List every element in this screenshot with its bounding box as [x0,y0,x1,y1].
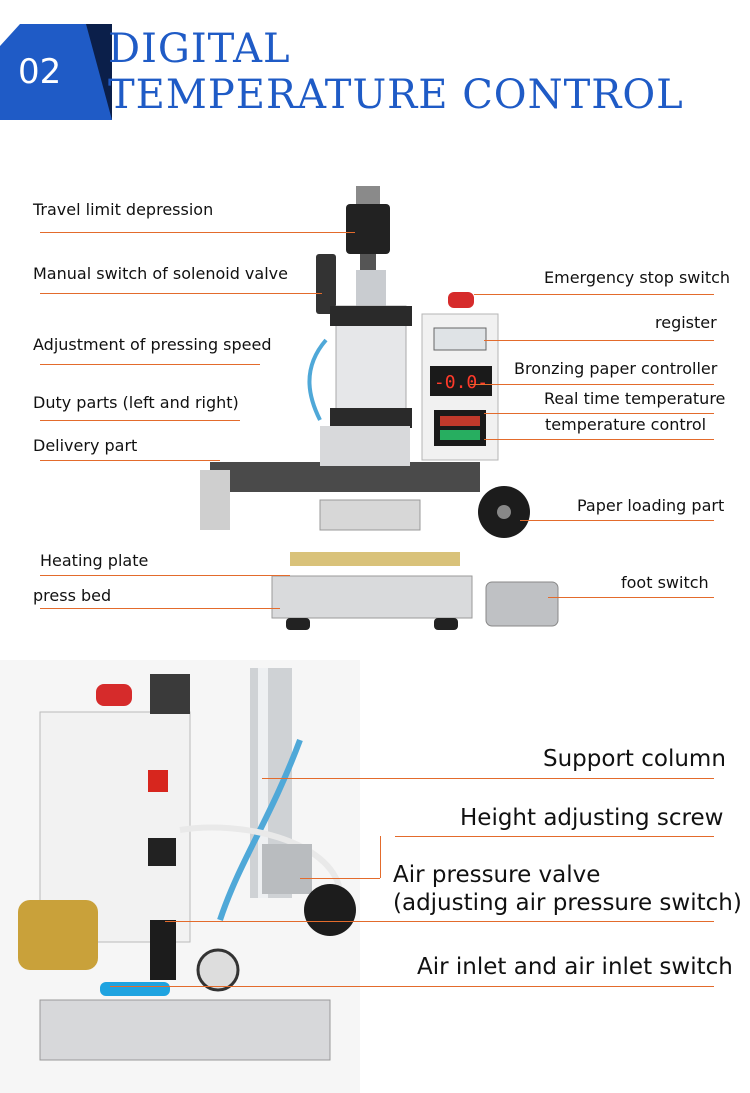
leader-register [484,340,714,341]
leader-real-time-temp [484,413,714,414]
label-duty-parts: Duty parts (left and right) [33,393,239,412]
leader-pressing-speed [40,364,260,365]
leader-support-column [262,778,714,779]
label-paper-loading: Paper loading part [577,496,725,515]
label-height-screw: Height adjusting screw [460,805,724,831]
leader-air-valve [165,921,714,922]
label-real-time-temp: Real time temperature [544,389,726,408]
section-number-badge: 02 [0,24,112,120]
leader-travel-limit [40,232,355,233]
leader-bronzing-controller [470,384,714,385]
leader-paper-loading [520,520,714,521]
label-temp-control: temperature control [545,415,707,434]
label-register: register [655,313,717,332]
label-pressing-speed: Adjustment of pressing speed [33,335,272,354]
label-manual-switch: Manual switch of solenoid valve [33,264,288,283]
leader-emergency-stop [474,294,714,295]
leader-heating-plate [40,575,290,576]
label-foot-switch: foot switch [621,573,709,592]
leader-manual-switch [40,293,322,294]
label-travel-limit: Travel limit depression [33,200,214,219]
page-title-line2: TEMPERATURE CONTROL [108,72,684,118]
label-press-bed: press bed [33,586,112,605]
leader-foot-switch [548,597,714,598]
leader-height-screw-vertical [380,836,381,878]
machine-detail-image [0,660,360,1093]
page-title-line1: DIGITAL [108,26,291,72]
leader-temp-control [484,439,714,440]
leader-delivery-part [40,460,220,461]
leader-air-inlet [110,986,714,987]
label-heating-plate: Heating plate [40,551,149,570]
label-air-inlet: Air inlet and air inlet switch [417,954,733,980]
label-support-column: Support column [543,746,726,772]
label-air-valve-line1: Air pressure valve [393,862,601,888]
label-emergency-stop: Emergency stop switch [544,268,731,287]
label-delivery-part: Delivery part [33,436,138,455]
section-number: 02 [18,52,62,92]
leader-press-bed [40,608,280,609]
hot-stamping-machine-image: -0.0- [200,186,559,630]
leader-duty-parts [40,420,240,421]
label-bronzing-controller: Bronzing paper controller [514,359,718,378]
bronzing-display-readout: -0.0- [434,372,488,393]
label-air-valve-line2: (adjusting air pressure switch) [393,890,742,916]
leader-height-screw [395,836,714,837]
leader-height-screw-end [300,878,380,879]
